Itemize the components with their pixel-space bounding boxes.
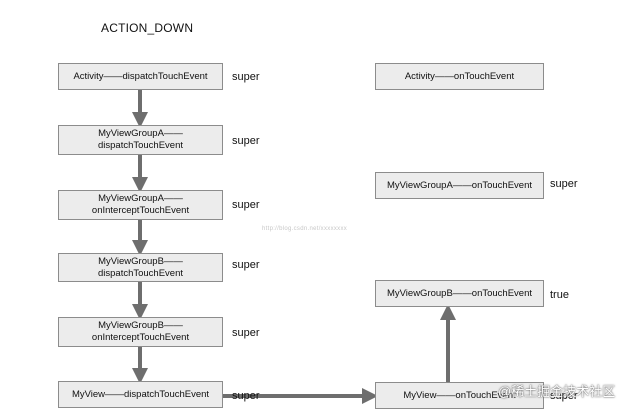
box-groupb-dispatch: MyViewGroupB—— dispatchTouchEvent bbox=[58, 253, 223, 282]
blog-watermark: http://blog.csdn.net/xxxxxxxx bbox=[262, 226, 348, 232]
side-label-view-ontouch: super bbox=[550, 390, 578, 402]
box-activity-dispatch: Activity——dispatchTouchEvent bbox=[58, 63, 223, 90]
side-label-view-dispatch: super bbox=[232, 390, 260, 402]
box-groupb-ontouch: MyViewGroupB——onTouchEvent bbox=[375, 280, 544, 307]
box-label-line2: onInterceptTouchEvent bbox=[91, 332, 190, 343]
side-label-groupa-dispatch: super bbox=[232, 135, 260, 147]
box-label-line1: MyViewGroupA—— bbox=[98, 128, 183, 139]
box-label-line2: dispatchTouchEvent bbox=[97, 267, 184, 279]
box-label-line1: MyView——onTouchEvent bbox=[403, 389, 516, 401]
brand-watermark: @稀土掘金技术社区 bbox=[498, 381, 615, 400]
box-view-ontouch: MyView——onTouchEvent bbox=[375, 382, 544, 409]
side-label-groupb-ontouch: true bbox=[550, 289, 569, 301]
box-groupa-dispatch: MyViewGroupA—— dispatchTouchEvent bbox=[58, 125, 223, 155]
box-label-line2: dispatchTouchEvent bbox=[97, 140, 184, 151]
box-groupa-intercept: MyViewGroupA—— onInterceptTouchEvent bbox=[58, 190, 223, 220]
side-label-groupa-ontouch: super bbox=[550, 178, 578, 190]
box-groupa-ontouch: MyViewGroupA——onTouchEvent bbox=[375, 172, 544, 199]
box-activity-ontouch: Activity——onTouchEvent bbox=[375, 63, 544, 90]
box-label-line1: Activity——dispatchTouchEvent bbox=[73, 70, 208, 82]
side-label-activity-dispatch: super bbox=[232, 71, 260, 83]
box-label-line1: MyViewGroupB—— bbox=[98, 320, 183, 331]
box-label-line1: MyView——dispatchTouchEvent bbox=[71, 388, 210, 400]
brand-text: @稀土掘金技术社区 bbox=[498, 384, 616, 399]
box-label-line1: MyViewGroupA—— bbox=[98, 193, 183, 204]
side-label-groupb-intercept: super bbox=[232, 327, 260, 339]
diagram-title: ACTION_DOWN bbox=[101, 21, 194, 35]
box-label-line1: MyViewGroupB——onTouchEvent bbox=[386, 287, 533, 299]
box-view-dispatch: MyView——dispatchTouchEvent bbox=[58, 381, 223, 408]
side-label-groupa-intercept: super bbox=[232, 199, 260, 211]
side-label-groupb-dispatch: super bbox=[232, 259, 260, 271]
box-label-line1: Activity——onTouchEvent bbox=[404, 70, 515, 82]
box-label-line2: onInterceptTouchEvent bbox=[91, 205, 190, 216]
box-label-line1: MyViewGroupB—— bbox=[98, 255, 183, 267]
box-groupb-intercept: MyViewGroupB—— onInterceptTouchEvent bbox=[58, 317, 223, 347]
box-label-line1: MyViewGroupA——onTouchEvent bbox=[386, 179, 533, 191]
